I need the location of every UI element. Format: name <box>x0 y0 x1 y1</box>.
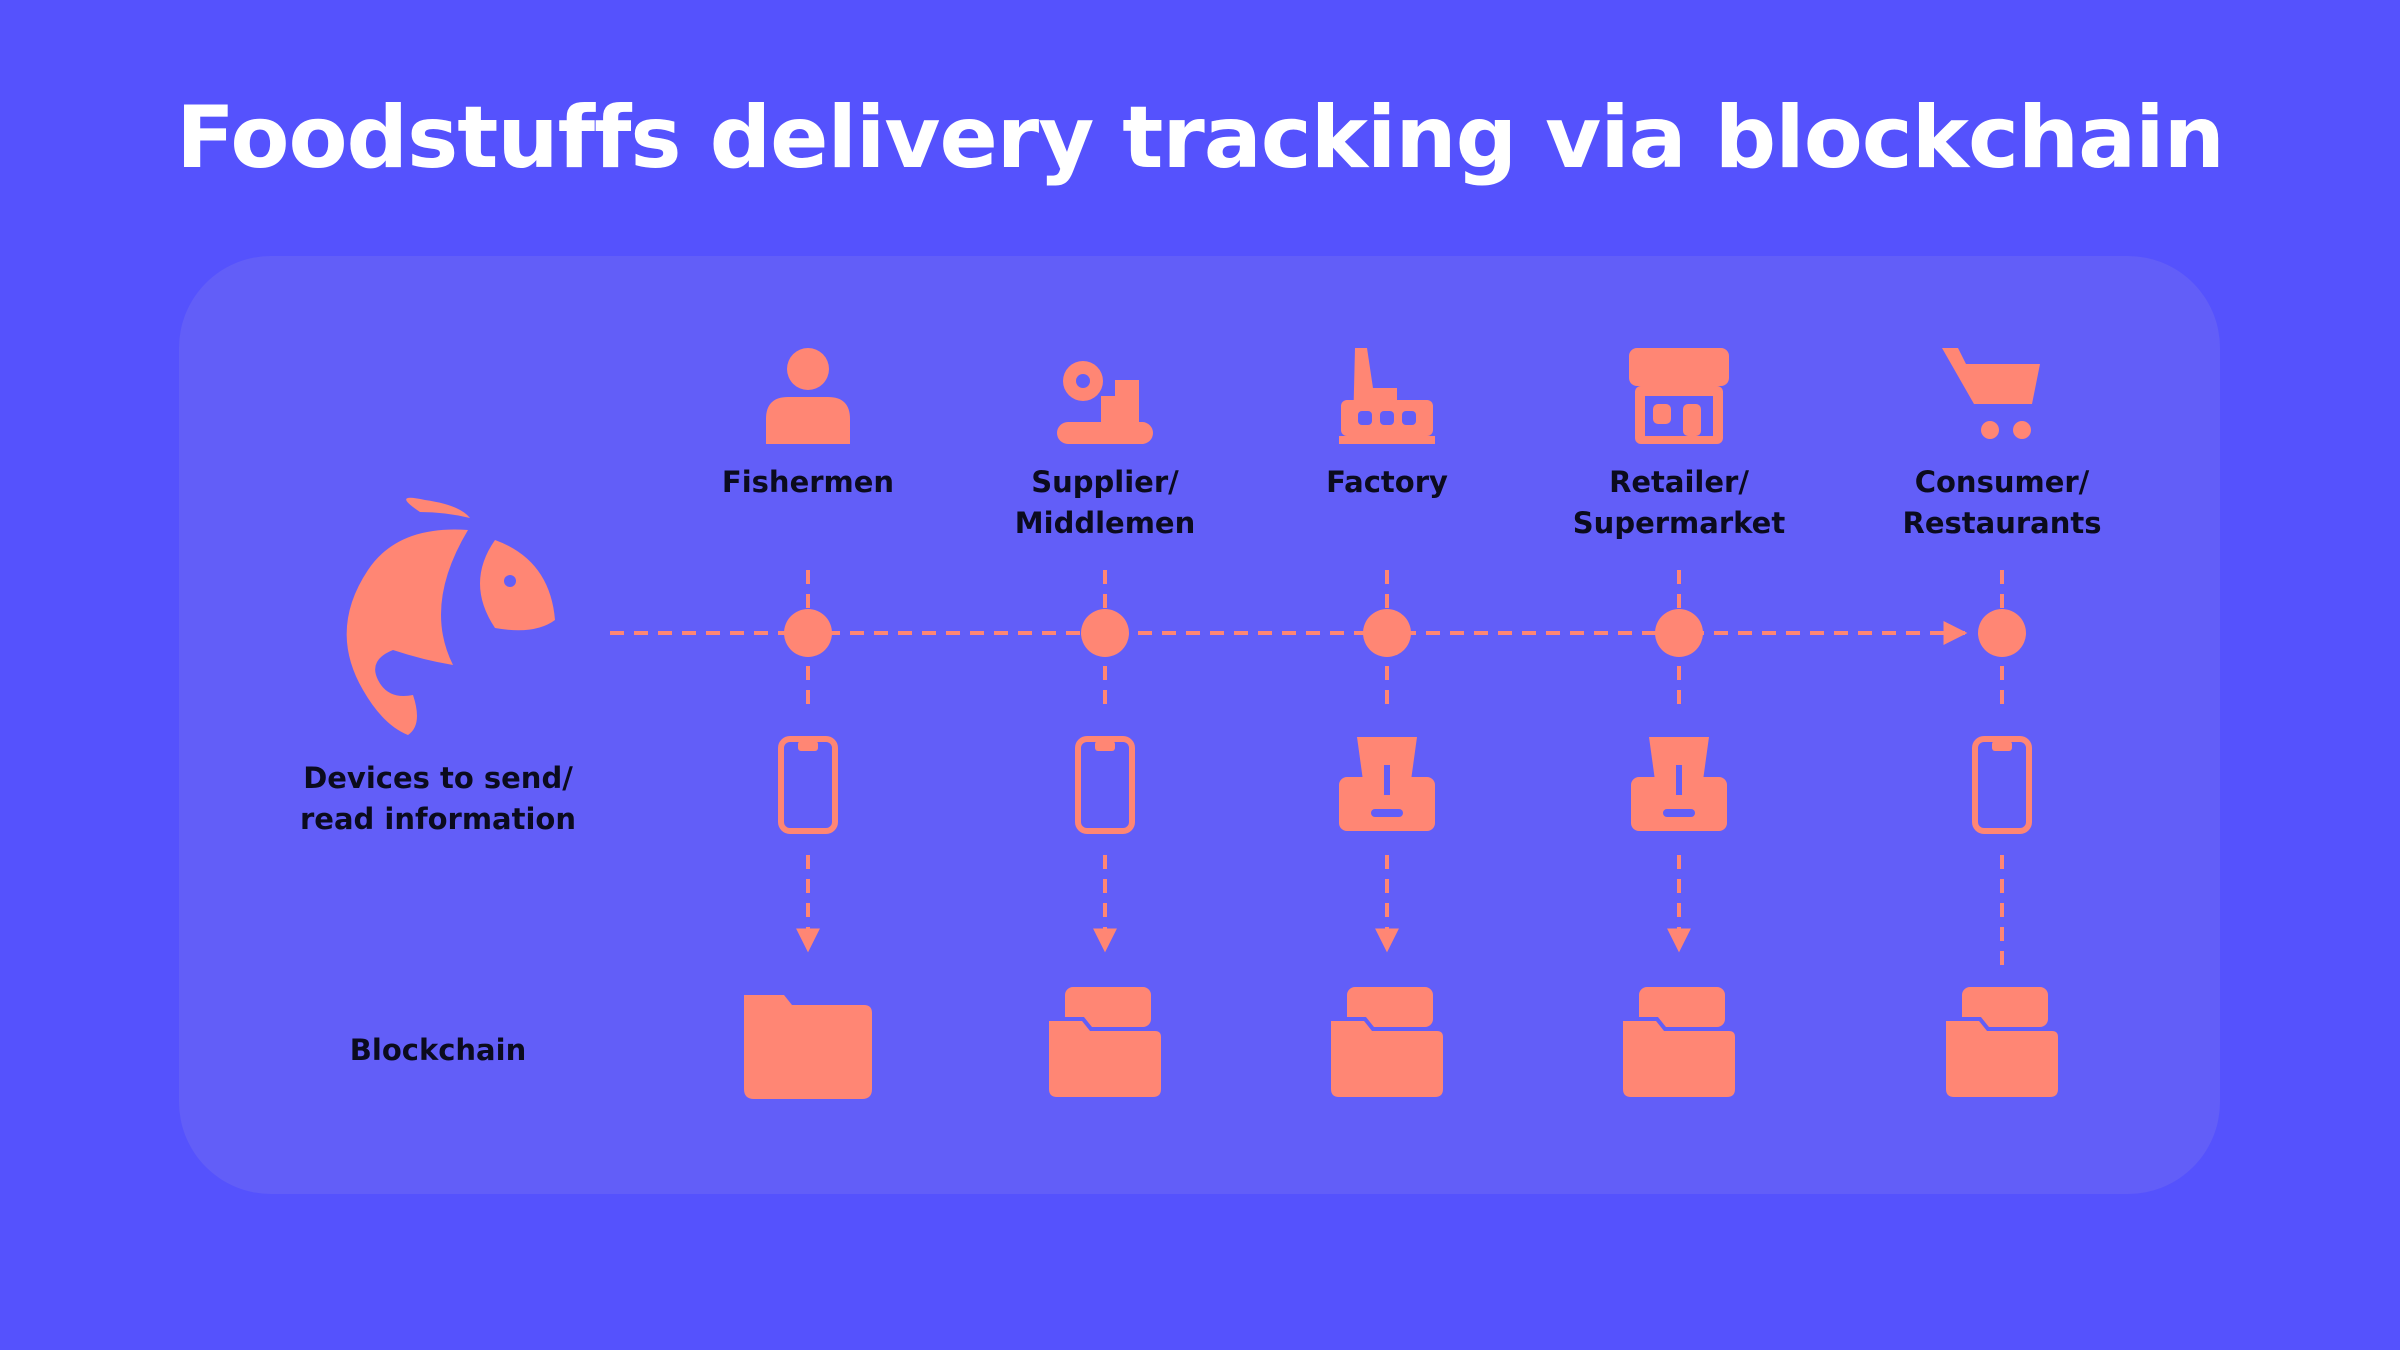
devices-row-label: Devices to send/ read information <box>278 758 598 840</box>
smartphone-icon <box>1972 736 2032 834</box>
folder-icon <box>744 995 872 1099</box>
factory-icon <box>1339 348 1435 444</box>
diagram-panel <box>179 256 2220 1194</box>
devices-label-line1: Devices to send/ <box>303 761 573 795</box>
card-reader-icon <box>1631 737 1727 831</box>
stage-dot <box>1081 609 1129 657</box>
stage-label-line1: Factory <box>1326 465 1448 499</box>
stage-label-line1: Supplier/ <box>1031 465 1179 499</box>
stage-label-line2: Restaurants <box>1902 506 2102 540</box>
stage-label-line2: Middlemen <box>1014 506 1196 540</box>
stage-label-line1: Retailer/ <box>1609 465 1749 499</box>
stage-dot <box>1978 609 2026 657</box>
blockchain-row-label: Blockchain <box>349 1033 527 1067</box>
devices-label-line2: read information <box>300 802 576 836</box>
stage-dot <box>1655 609 1703 657</box>
smartphone-icon <box>778 736 838 834</box>
stage-label-line1: Consumer/ <box>1914 465 2090 499</box>
store-icon <box>1629 348 1729 444</box>
stage-label-line2: Supermarket <box>1572 506 1786 540</box>
conveyor-gear-icon <box>1057 361 1153 444</box>
stage-label-line1: Fishermen <box>721 465 895 499</box>
page-title: Foodstuffs delivery tracking via blockch… <box>176 88 2225 188</box>
shopping-cart-icon <box>1942 348 2040 439</box>
stage-label: Factory <box>1227 462 1547 503</box>
stage-label: Retailer/Supermarket <box>1519 462 1839 544</box>
folders-icon <box>1942 987 2062 1101</box>
card-reader-icon <box>1339 737 1435 831</box>
smartphone-icon <box>1075 736 1135 834</box>
stage-dot <box>1363 609 1411 657</box>
fish-icon <box>346 497 555 735</box>
stage-label: Consumer/Restaurants <box>1842 462 2162 544</box>
stage-dot <box>784 609 832 657</box>
stage-label: Fishermen <box>648 462 968 503</box>
folders-icon <box>1619 987 1739 1101</box>
folders-icon <box>1327 987 1447 1101</box>
stage-label: Supplier/Middlemen <box>945 462 1265 544</box>
folders-icon <box>1045 987 1165 1101</box>
person-icon <box>766 348 850 444</box>
